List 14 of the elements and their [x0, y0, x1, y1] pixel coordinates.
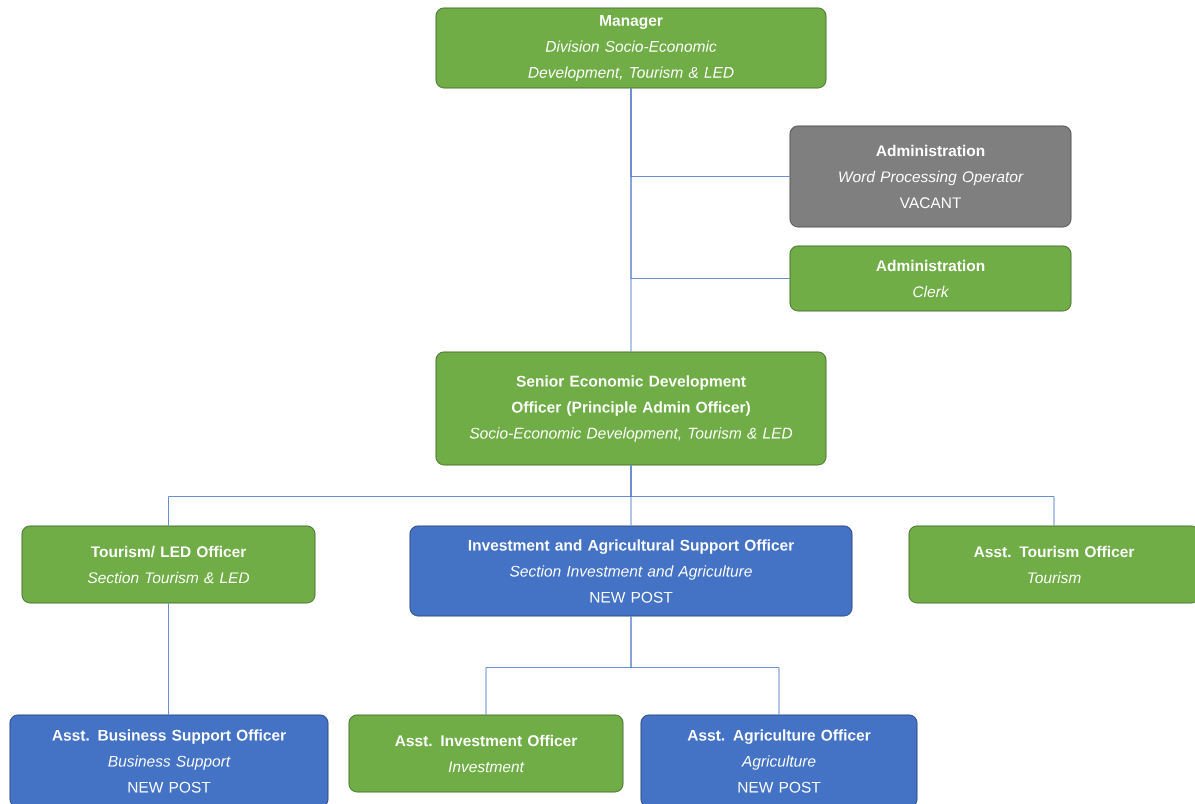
connector-line [630, 88, 632, 352]
connector-line [168, 603, 169, 715]
org-box: Senior Economic Development Officer (Principle Admin Officer) Socio-Economic Development, Tourism & LED [435, 351, 827, 466]
org-box: Asst. Tourism Officer Tourism [908, 525, 1195, 604]
org-box: Investment and Agricultural Support Officer Section Investment and Agriculture NEW POST [409, 525, 853, 617]
org-box: Manager Division Socio-Economic Development, Tourism & LED [435, 7, 827, 89]
connector-line [630, 616, 780, 715]
connector-line [630, 465, 1055, 526]
org-box: Asst. Agriculture Officer Agriculture NEW POST [640, 714, 918, 804]
org-box: Asst. Business Support Officer Business Support NEW POST [9, 714, 329, 804]
org-box: Asst. Investment Officer Investment [348, 714, 624, 793]
org-box: Administration Word Processing Operator VACANT [789, 125, 1072, 228]
org-box: Administration Clerk [789, 245, 1072, 312]
org-box: Tourism/ LED Officer Section Tourism & LED [21, 525, 316, 604]
